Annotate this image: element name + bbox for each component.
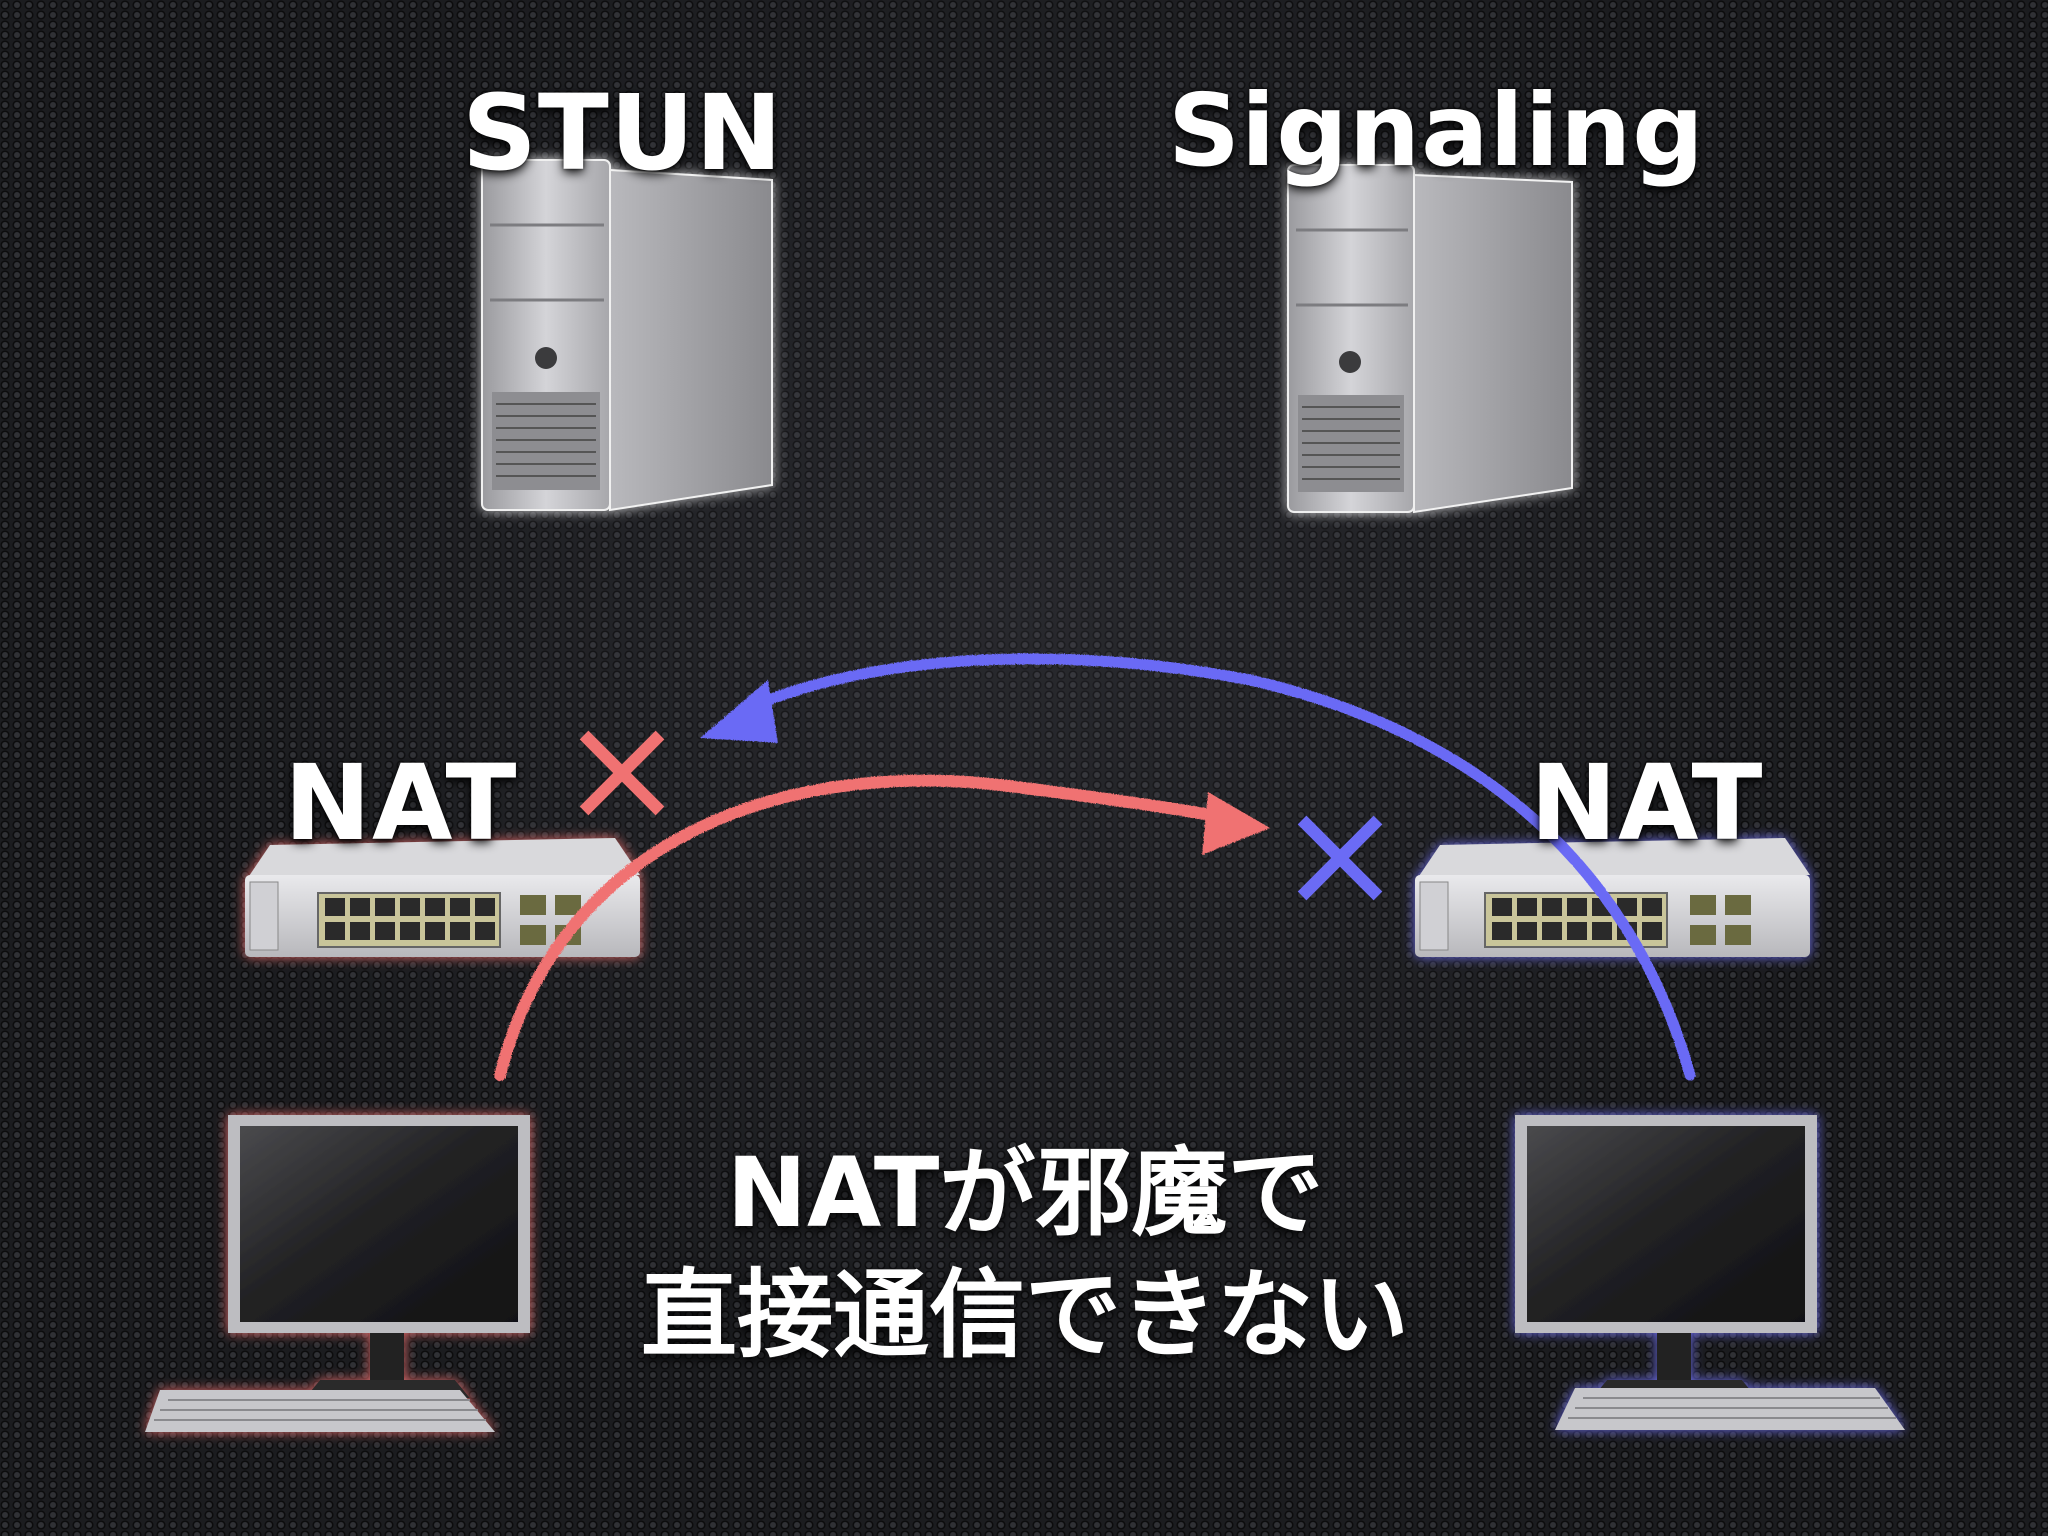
nat-right-label: NAT: [1530, 742, 1764, 864]
message-line-2: 直接通信できない: [641, 1259, 1409, 1371]
pc-right-icon: [1515, 1115, 1905, 1430]
message-line-1: NATが邪魔で: [726, 1137, 1324, 1249]
stun-server-icon: [481, 159, 773, 512]
pc-left-icon: [145, 1115, 530, 1432]
stun-server-label: STUN: [462, 72, 784, 194]
red-connection-arrow: [494, 774, 1270, 1081]
diagram-message: NATが邪魔で 直接通信できない: [620, 1132, 1430, 1376]
blocked-mark-red: ×: [559, 682, 685, 856]
nat-left-label: NAT: [284, 742, 518, 864]
signaling-server-label: Signaling: [1168, 72, 1705, 189]
signaling-server-icon: [1287, 164, 1573, 514]
nat-left-switch-icon: [245, 838, 640, 957]
blocked-mark-blue: ×: [1277, 767, 1403, 941]
blue-connection-arrow: [700, 653, 1696, 1081]
